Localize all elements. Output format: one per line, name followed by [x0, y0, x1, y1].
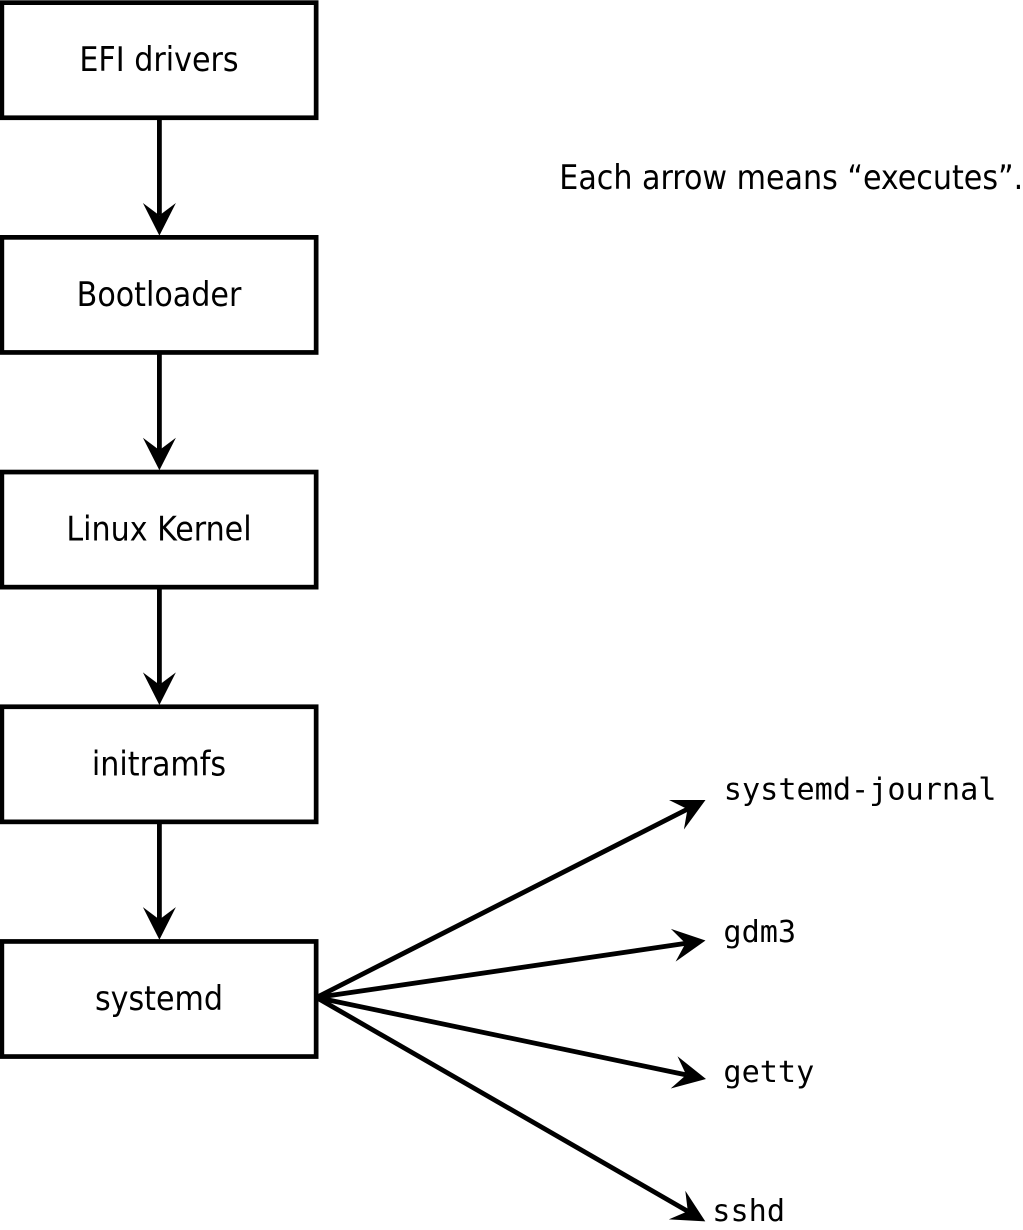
arrow-shaft	[316, 995, 687, 1078]
service-label-sshd: sshd	[712, 1194, 785, 1229]
diagram-caption: Each arrow means “executes”.	[559, 158, 1023, 197]
arrowhead-icon	[668, 1190, 706, 1222]
node-box-efi-drivers	[0, 0, 319, 121]
arrow-efi-drivers-to-bootloader	[142, 117, 176, 236]
arrowhead-icon	[669, 800, 706, 830]
arrowhead-icon	[142, 437, 176, 471]
arrow-shaft	[315, 806, 689, 1000]
service-label-getty: getty	[723, 1055, 814, 1090]
arrow-systemd-to-sshd	[315, 995, 706, 1222]
arrowhead-icon	[142, 672, 176, 705]
arrow-initramfs-to-systemd	[142, 821, 176, 940]
node-box-systemd	[0, 939, 319, 1059]
node-label-systemd: systemd	[95, 979, 223, 1018]
arrowhead-icon	[142, 203, 176, 236]
arrow-shaft	[316, 941, 686, 1000]
arrow-systemd-to-getty	[316, 995, 706, 1089]
node-box-bootloader	[0, 235, 319, 355]
arrow-systemd-to-systemd-journal	[315, 800, 706, 1000]
service-label-systemd-journal: systemd-journal	[724, 772, 997, 807]
node-label-efi-drivers: EFI drivers	[79, 40, 238, 79]
arrow-shaft	[315, 995, 689, 1214]
node-label-linux-kernel: Linux Kernel	[66, 510, 251, 549]
arrow-bootloader-to-linux-kernel	[142, 352, 176, 471]
arrow-linux-kernel-to-initramfs	[142, 587, 176, 705]
arrowhead-icon	[670, 1056, 706, 1089]
arrowhead-icon	[670, 928, 706, 962]
node-box-linux-kernel	[0, 469, 319, 590]
arrow-systemd-to-gdm3	[316, 928, 706, 1000]
node-box-initramfs	[0, 704, 319, 825]
arrowhead-icon	[142, 907, 176, 940]
service-label-gdm3: gdm3	[723, 915, 796, 950]
node-label-bootloader: Bootloader	[77, 275, 242, 314]
node-label-initramfs: initramfs	[92, 744, 226, 783]
